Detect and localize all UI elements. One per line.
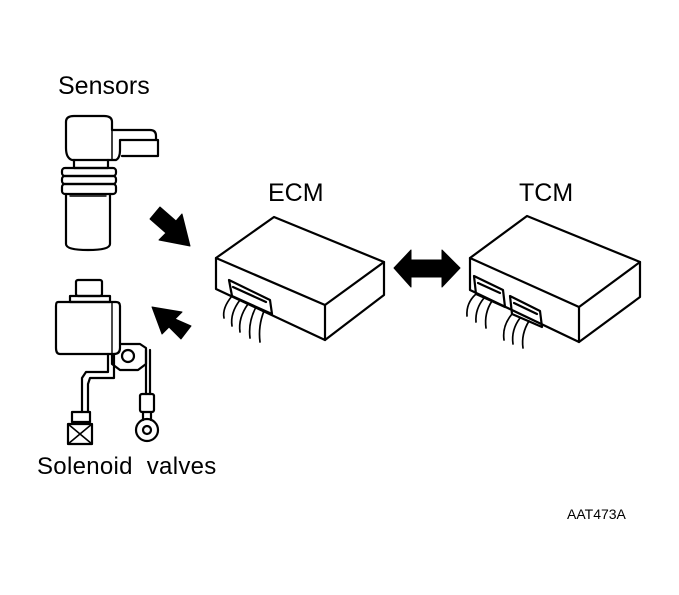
solenoid-valves-label: Solenoid valves xyxy=(37,453,217,480)
sensor-illustration xyxy=(60,114,160,252)
figure-code-label: AAT473A xyxy=(567,506,626,522)
sensors-label: Sensors xyxy=(58,72,150,100)
arrow-sensors-to-ecm xyxy=(149,206,191,247)
ecm-label: ECM xyxy=(268,179,324,207)
bidirectional-arrow-ecm-tcm xyxy=(393,249,461,288)
tcm-label: TCM xyxy=(519,179,574,207)
arrow-ecm-to-solenoid xyxy=(151,306,192,340)
solenoid-valve-illustration xyxy=(54,278,160,446)
ecm-module xyxy=(214,215,386,343)
tcm-module xyxy=(466,214,642,349)
